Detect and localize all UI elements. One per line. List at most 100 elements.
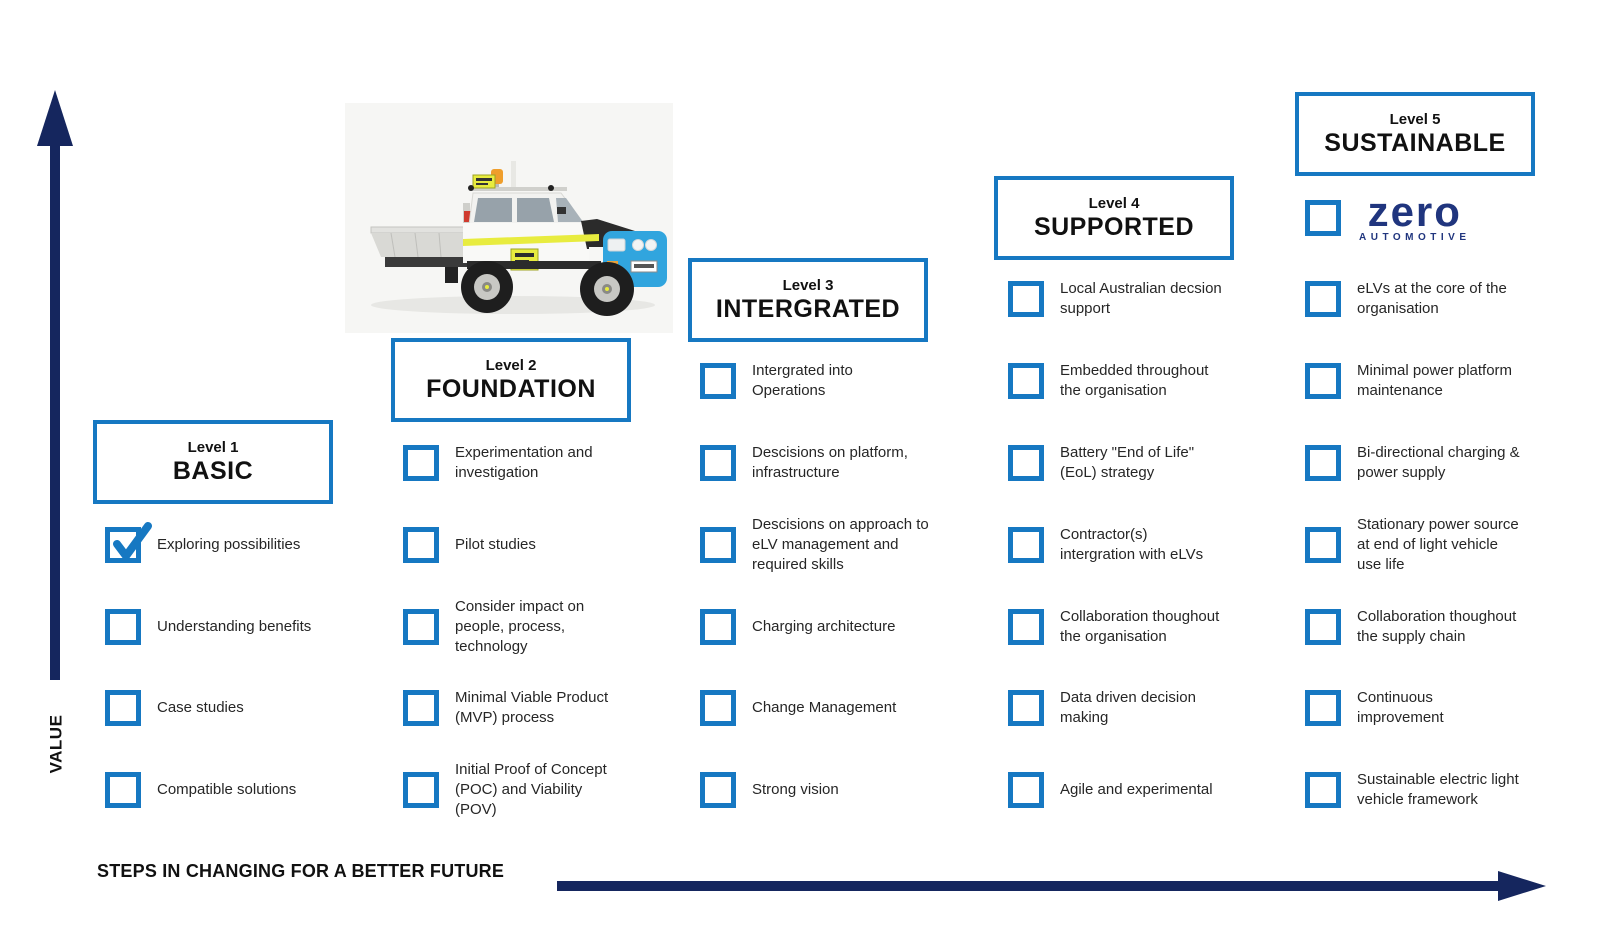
- item-label: Descisions on approach to eLV management…: [752, 516, 929, 573]
- item-label: Descisions on platform, infrastructure: [752, 444, 908, 481]
- item-label: Understanding benefits: [157, 618, 312, 635]
- level-name: SUPPORTED: [1033, 213, 1195, 241]
- checklist-item: Charging architecture: [700, 586, 988, 668]
- checklist-item: Compatible solutions: [105, 749, 393, 831]
- checklist-item: Minimal Viable Product (MVP) process: [403, 667, 691, 749]
- level-2-header: Level 2 FOUNDATION: [391, 338, 631, 422]
- item-label: Embedded throughout the organisation: [1060, 362, 1209, 399]
- checklist-item: Continuous improvement: [1305, 667, 1593, 749]
- zero-automotive-logo: zero AUTOMOTIVE: [1359, 187, 1471, 243]
- checklist-item: Exploring possibilities: [105, 504, 393, 586]
- item-label: Collaboration thoughout the supply chain: [1357, 608, 1517, 645]
- checkbox[interactable]: [403, 445, 439, 481]
- item-label: Agile and experimental: [1060, 781, 1213, 798]
- checkbox[interactable]: [1305, 281, 1341, 317]
- level-name: FOUNDATION: [426, 375, 596, 403]
- checkbox[interactable]: [1305, 609, 1341, 645]
- checklist-item: Collaboration thoughout the supply chain: [1305, 586, 1593, 668]
- checklist-item: Change Management: [700, 667, 988, 749]
- zero-logo-subtitle: AUTOMOTIVE: [1359, 231, 1471, 243]
- checkbox[interactable]: [403, 772, 439, 808]
- checkbox[interactable]: [105, 690, 141, 726]
- checklist-item-logo: zero AUTOMOTIVE: [1305, 177, 1470, 259]
- item-label: Minimal power platform maintenance: [1357, 362, 1513, 399]
- truck-image: [345, 103, 673, 333]
- level-1-header: Level 1 BASIC: [93, 420, 333, 504]
- checklist-item: Local Australian decsion support: [1008, 258, 1296, 340]
- item-label: Intergrated into Operations: [752, 362, 853, 399]
- checklist-item: Descisions on approach to eLV management…: [700, 504, 988, 586]
- checkbox[interactable]: [1008, 772, 1044, 808]
- checkbox[interactable]: [700, 527, 736, 563]
- checkbox[interactable]: [1305, 772, 1341, 808]
- level-number: Level 1: [187, 439, 239, 456]
- checkbox-checked[interactable]: [105, 522, 152, 563]
- checklist-item: Minimal power platform maintenance: [1305, 340, 1593, 422]
- item-label: Exploring possibilities: [157, 536, 301, 553]
- item-label: Collaboration thoughout the organisation: [1060, 608, 1220, 645]
- checklist-item: Initial Proof of Concept (POC) and Viabi…: [403, 749, 691, 831]
- checkbox[interactable]: [700, 363, 736, 399]
- checkbox[interactable]: [700, 445, 736, 481]
- level-number: Level 5: [1389, 111, 1441, 128]
- checklist-item: Pilot studies: [403, 504, 691, 586]
- checklist-item: Consider impact on people, process, tech…: [403, 586, 691, 668]
- checkbox[interactable]: [1008, 527, 1044, 563]
- level-4-header: Level 4 SUPPORTED: [994, 176, 1234, 260]
- checklist-item: Strong vision: [700, 749, 988, 831]
- item-label: Contractor(s) intergration with eLVs: [1060, 526, 1204, 563]
- item-label: Stationary power source at end of light …: [1357, 516, 1519, 573]
- checkbox[interactable]: [1008, 690, 1044, 726]
- item-label: Minimal Viable Product (MVP) process: [455, 689, 609, 726]
- checkbox[interactable]: [1008, 363, 1044, 399]
- checkbox[interactable]: [1305, 690, 1341, 726]
- item-label: Battery "End of Life" (EoL) strategy: [1060, 444, 1195, 481]
- checklist-item: Battery "End of Life" (EoL) strategy: [1008, 422, 1296, 504]
- steps-axis-arrow-icon: [557, 871, 1546, 901]
- checklist-item: Understanding benefits: [105, 586, 393, 668]
- checkbox[interactable]: [700, 772, 736, 808]
- checkbox[interactable]: [1305, 527, 1341, 563]
- checklist-item: Sustainable electric light vehicle frame…: [1305, 749, 1593, 831]
- checkbox[interactable]: [1305, 445, 1341, 481]
- item-label: Experimentation and investigation: [455, 444, 593, 481]
- zero-logo-wordmark: zero: [1367, 187, 1462, 235]
- item-label: Case studies: [157, 699, 244, 716]
- checkbox[interactable]: [403, 690, 439, 726]
- item-label: Strong vision: [752, 781, 839, 798]
- checkbox[interactable]: [403, 527, 439, 563]
- level-number: Level 3: [782, 277, 834, 294]
- item-label: Data driven decision making: [1060, 689, 1196, 726]
- level-name: INTERGRATED: [715, 295, 901, 323]
- value-axis-arrow-icon: [37, 90, 73, 680]
- checkbox[interactable]: [1008, 445, 1044, 481]
- checklist-item: Bi-directional charging & power supply: [1305, 422, 1593, 504]
- checklist-item: Case studies: [105, 667, 393, 749]
- checklist-item: Descisions on platform, infrastructure: [700, 422, 988, 504]
- checkbox[interactable]: [1008, 281, 1044, 317]
- checklist-item: Embedded throughout the organisation: [1008, 340, 1296, 422]
- checkbox[interactable]: [1305, 200, 1341, 236]
- checkbox[interactable]: [1305, 363, 1341, 399]
- level-5-header: Level 5 SUSTAINABLE: [1295, 92, 1535, 176]
- checklist-item: Stationary power source at end of light …: [1305, 504, 1593, 586]
- checkbox[interactable]: [1008, 609, 1044, 645]
- item-label: Initial Proof of Concept (POC) and Viabi…: [455, 761, 607, 818]
- checklist-item: Data driven decision making: [1008, 667, 1296, 749]
- checkbox[interactable]: [105, 772, 141, 808]
- level-3-header: Level 3 INTERGRATED: [688, 258, 928, 342]
- checkbox[interactable]: [700, 609, 736, 645]
- checklist-item: Collaboration thoughout the organisation: [1008, 586, 1296, 668]
- item-label: Bi-directional charging & power supply: [1357, 444, 1520, 481]
- checklist-item: Agile and experimental: [1008, 749, 1296, 831]
- checkbox[interactable]: [700, 690, 736, 726]
- checkbox[interactable]: [105, 609, 141, 645]
- checklist-item: eLVs at the core of the organisation: [1305, 258, 1593, 340]
- checkbox[interactable]: [403, 609, 439, 645]
- item-label: Compatible solutions: [157, 781, 297, 798]
- item-label: eLVs at the core of the organisation: [1357, 280, 1507, 317]
- level-number: Level 4: [1088, 195, 1140, 212]
- checkmark-icon: [113, 522, 152, 560]
- level-name: BASIC: [172, 457, 254, 485]
- checklist-item: Experimentation and investigation: [403, 422, 691, 504]
